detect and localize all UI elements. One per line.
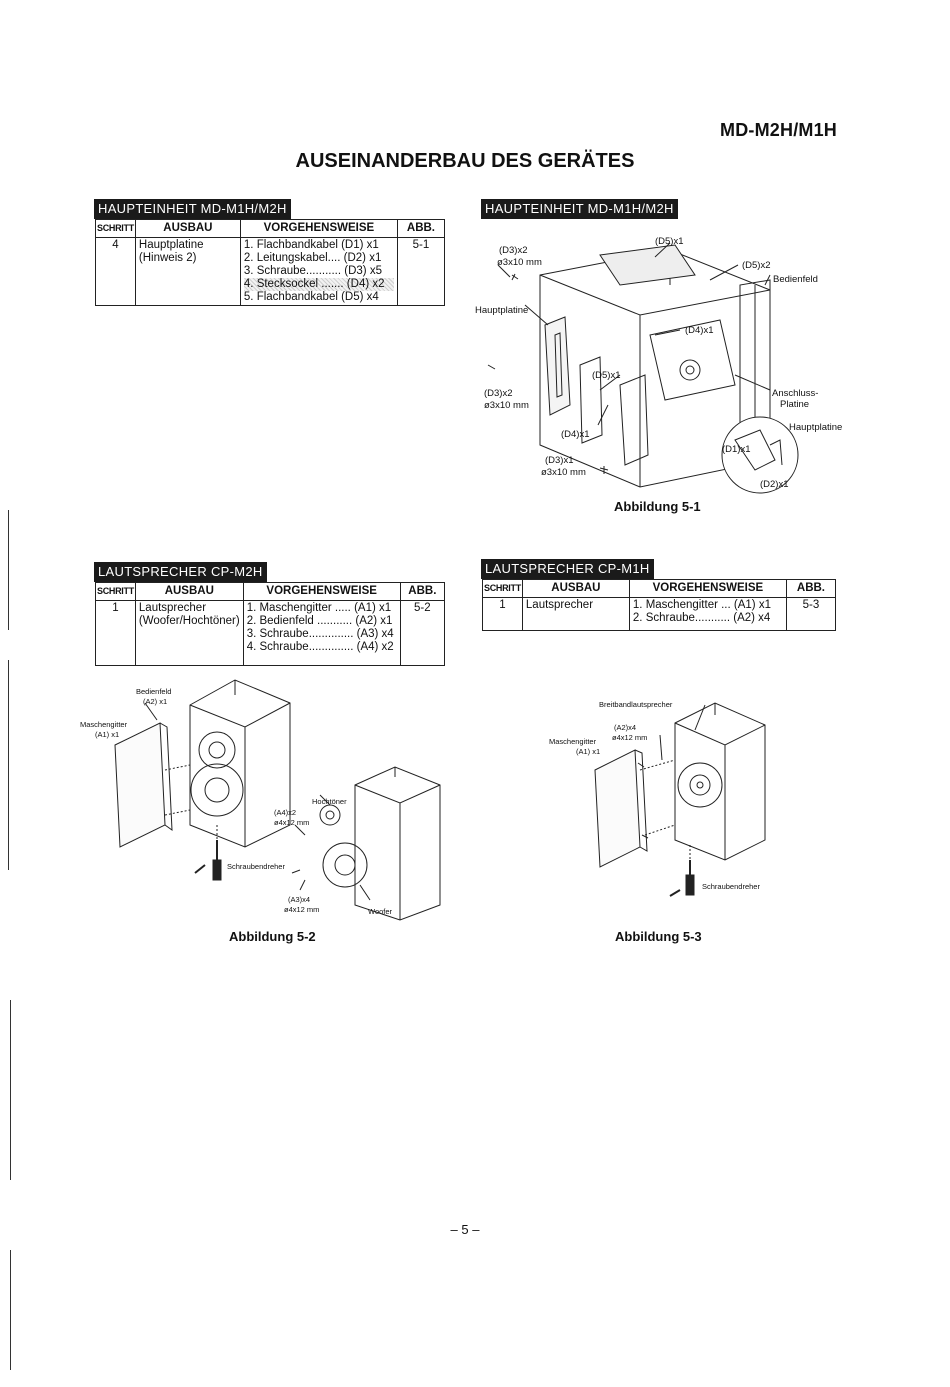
callout-a4: (A4)x2 <box>274 808 297 817</box>
procedure-step: 3. Schraube........... (D3) x5 <box>243 265 382 277</box>
ausbau-cell: Lautsprecher <box>521 597 630 631</box>
procedure-step: 4. Schraube.............. (A4) x2 <box>246 641 394 653</box>
col-header-ausbau: AUSBAU <box>521 579 630 598</box>
ausbau-line: (Woofer/Hochtöner) <box>138 615 240 627</box>
callout-d5-top: (D5)x1 <box>655 236 684 247</box>
disassembly-table-haupteinheit: SCHRITT AUSBAU VORGEHENSWEISE ABB. 4 Hau… <box>95 219 446 306</box>
callout-anschluss: Anschluss- <box>772 388 819 399</box>
abb-ref: 5-1 <box>396 237 446 306</box>
figure-caption-5-1: Abbildung 5-1 <box>614 499 701 514</box>
section-header-lautsprecher-m1h: LAUTSPRECHER CP-M1H <box>481 559 654 579</box>
ausbau-line: (Hinweis 2) <box>138 252 197 264</box>
disassembly-table-lautsprecher-m1h: SCHRITT AUSBAU VORGEHENSWEISE ABB. 1 Lau… <box>482 579 837 631</box>
table-row: 1 Lautsprecher 1. Maschengitter ... (A1)… <box>482 597 837 631</box>
callout-d3-bottom: (D3)x1 <box>545 455 574 466</box>
callout-a1: (A1) x1 <box>95 730 120 739</box>
procedure-step: 2. Schraube........... (A2) x4 <box>632 612 771 624</box>
abb-ref: 5-2 <box>399 600 446 666</box>
callout-breitband: Breitbandlautsprecher <box>599 700 673 709</box>
section-header-haupteinheit: HAUPTEINHEIT MD-M1H/M2H <box>94 199 291 219</box>
col-header-vorgehensweise: VORGEHENSWEISE <box>239 219 398 238</box>
callout-d2: (D2)x1 <box>760 479 789 490</box>
callout-schraubendreher: Schraubendreher <box>227 862 285 871</box>
procedure-step: 2. Leitungskabel.... (D2) x1 <box>243 252 382 264</box>
callout-d4-mid: (D4)x1 <box>685 325 714 336</box>
callout-bedienfeld: Bedienfeld <box>136 687 172 696</box>
col-header-schritt: SCHRITT <box>95 582 136 601</box>
callout-hauptplatine-right: Hauptplatine <box>789 422 843 433</box>
col-header-ausbau: AUSBAU <box>134 219 241 238</box>
callout-a3: (A3)x4 <box>288 895 311 904</box>
procedure-step: 2. Bedienfeld ........... (A2) x1 <box>246 615 393 627</box>
callout-hochtoener: Hochtöner <box>312 797 347 806</box>
ausbau-line: Lautsprecher <box>525 599 594 611</box>
procedure-step: 5. Flachbandkabel (D5) x4 <box>243 291 379 303</box>
callout-a4-size: ø4x12 mm <box>274 818 310 827</box>
abb-ref: 5-3 <box>785 597 837 631</box>
ausbau-line: Lautsprecher <box>138 602 207 614</box>
callout-maschengitter: Maschengitter <box>549 737 597 746</box>
speaker-m2h-exploded-drawing <box>114 679 441 921</box>
callout-maschengitter: Maschengitter <box>80 720 128 729</box>
callout-d3-bottom-size: ø3x10 mm <box>541 467 586 478</box>
callout-a1: (A1) x1 <box>576 747 601 756</box>
callout-d5-mid: (D5)x1 <box>592 370 621 381</box>
col-header-abb: ABB. <box>399 582 446 601</box>
col-header-vorgehensweise: VORGEHENSWEISE <box>242 582 401 601</box>
col-header-vorgehensweise: VORGEHENSWEISE <box>628 579 787 598</box>
callout-d3-top: (D3)x2 <box>499 245 528 256</box>
callout-d4-low: (D4)x1 <box>561 429 590 440</box>
procedure-cell: 1. Flachbandkabel (D1) x1 2. Leitungskab… <box>239 237 398 306</box>
col-header-abb: ABB. <box>785 579 837 598</box>
model-number: MD-M2H/M1H <box>720 120 837 140</box>
procedure-cell: 1. Maschengitter ... (A1) x1 2. Schraube… <box>628 597 787 631</box>
procedure-step: 4. Stecksockel ....... (D4) x2 <box>243 278 394 291</box>
step-number: 1 <box>482 597 523 631</box>
ausbau-line: Hauptplatine <box>138 239 204 251</box>
procedure-step: 3. Schraube.............. (A3) x4 <box>246 628 394 640</box>
procedure-step: 1. Flachbandkabel (D1) x1 <box>243 239 379 251</box>
section-header-lautsprecher-m2h: LAUTSPRECHER CP-M2H <box>94 562 267 582</box>
page-number: – 5 – <box>450 1222 480 1237</box>
disassembly-table-lautsprecher-m2h: SCHRITT AUSBAU VORGEHENSWEISE ABB. 1 Lau… <box>95 582 446 666</box>
callout-schraubendreher: Schraubendreher <box>702 882 760 891</box>
col-header-schritt: SCHRITT <box>482 579 523 598</box>
scan-edge-line <box>8 510 9 630</box>
col-header-ausbau: AUSBAU <box>134 582 244 601</box>
scan-edge-line <box>10 1250 11 1370</box>
callout-d3-left: (D3)x2 <box>484 388 513 399</box>
callout-woofer: Woofer <box>368 907 393 916</box>
callout-d3-left-size: ø3x10 mm <box>484 400 529 411</box>
procedure-cell: 1. Maschengitter ..... (A1) x1 2. Bedien… <box>242 600 401 666</box>
figure-header-haupteinheit: HAUPTEINHEIT MD-M1H/M2H <box>481 199 678 219</box>
figure-caption-5-2: Abbildung 5-2 <box>229 929 316 944</box>
callout-bedienfeld: Bedienfeld <box>773 274 818 285</box>
speaker-m1h-exploded-drawing <box>594 702 766 897</box>
callout-hauptplatine-left: Hauptplatine <box>475 305 529 316</box>
procedure-step: 1. Maschengitter ... (A1) x1 <box>632 599 771 611</box>
callout-d5-right: (D5)x2 <box>742 260 771 271</box>
main-unit-exploded-drawing <box>487 242 799 494</box>
procedure-step: 1. Maschengitter ..... (A1) x1 <box>246 602 392 614</box>
ausbau-cell: Hauptplatine (Hinweis 2) <box>134 237 241 306</box>
callout-a2-size: ø4x12 mm <box>612 733 648 742</box>
col-header-abb: ABB. <box>396 219 446 238</box>
table-row: 1 Lautsprecher (Woofer/Hochtöner) 1. Mas… <box>95 600 446 666</box>
page-title: AUSEINANDERBAU DES GERÄTES <box>295 150 635 172</box>
step-number: 4 <box>95 237 136 306</box>
figure-caption-5-3: Abbildung 5-3 <box>615 929 702 944</box>
ausbau-cell: Lautsprecher (Woofer/Hochtöner) <box>134 600 244 666</box>
col-header-schritt: SCHRITT <box>95 219 136 238</box>
table-row: 4 Hauptplatine (Hinweis 2) 1. Flachbandk… <box>95 237 446 306</box>
scan-edge-line <box>10 1000 11 1180</box>
callout-d1: (D1)x1 <box>722 444 751 455</box>
callout-d3-top-size: ø3x10 mm <box>497 257 542 268</box>
scan-edge-line <box>8 660 9 870</box>
step-number: 1 <box>95 600 136 666</box>
callout-a3-size: ø4x12 mm <box>284 905 320 914</box>
callout-platine: Platine <box>780 399 810 410</box>
callout-a2: (A2)x4 <box>614 723 637 732</box>
callout-a2: (A2) x1 <box>143 697 168 706</box>
